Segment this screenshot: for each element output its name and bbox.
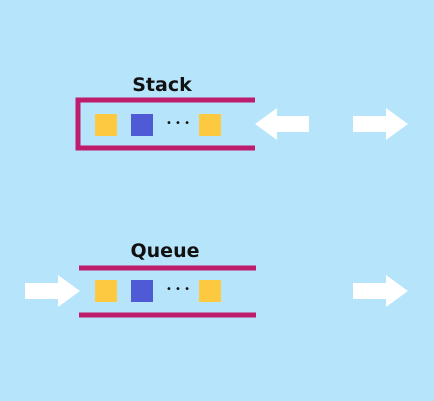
queue-item-yellow-2 xyxy=(199,280,221,302)
stack-item-yellow-1 xyxy=(95,114,117,136)
queue-item-yellow-1 xyxy=(95,280,117,302)
stack-ellipsis: • • • xyxy=(166,118,190,129)
stack-title: Stack xyxy=(132,74,192,96)
queue-enqueue-arrow xyxy=(25,275,80,307)
stack-item-blue xyxy=(131,114,153,136)
stack-container xyxy=(75,97,255,151)
stack-push-arrow xyxy=(255,108,309,140)
stack-group: Stack • • • xyxy=(75,74,255,151)
stack-pop-arrow xyxy=(353,108,408,140)
queue-item-blue xyxy=(131,280,153,302)
stack-item-yellow-2 xyxy=(199,114,221,136)
queue-group: Queue • • • xyxy=(79,240,256,318)
queue-ellipsis: • • • xyxy=(166,284,190,295)
queue-title: Queue xyxy=(131,240,200,262)
queue-dequeue-arrow xyxy=(353,275,408,307)
